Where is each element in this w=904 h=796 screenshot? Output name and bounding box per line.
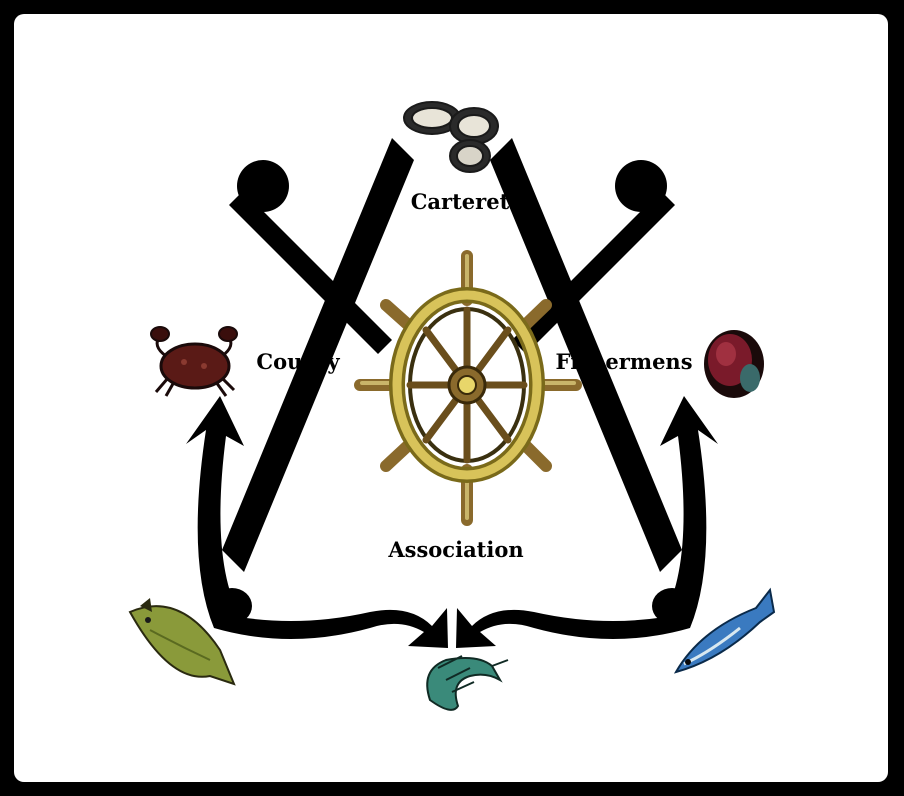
flounder-icon [128,598,236,686]
right-anchor-icon [456,138,718,648]
label-fishermens: Fishermens [555,349,692,374]
crab-icon [150,326,238,397]
label-association: Association [387,537,523,562]
clam-icon [403,101,499,173]
ship-wheel-icon [354,250,582,526]
mullet-icon [673,587,776,674]
label-county: County [256,349,340,374]
left-anchor-icon [186,138,448,648]
shrimp-icon [426,655,509,711]
label-carteret: Carteret [411,189,510,214]
scallop-icon [704,330,764,398]
